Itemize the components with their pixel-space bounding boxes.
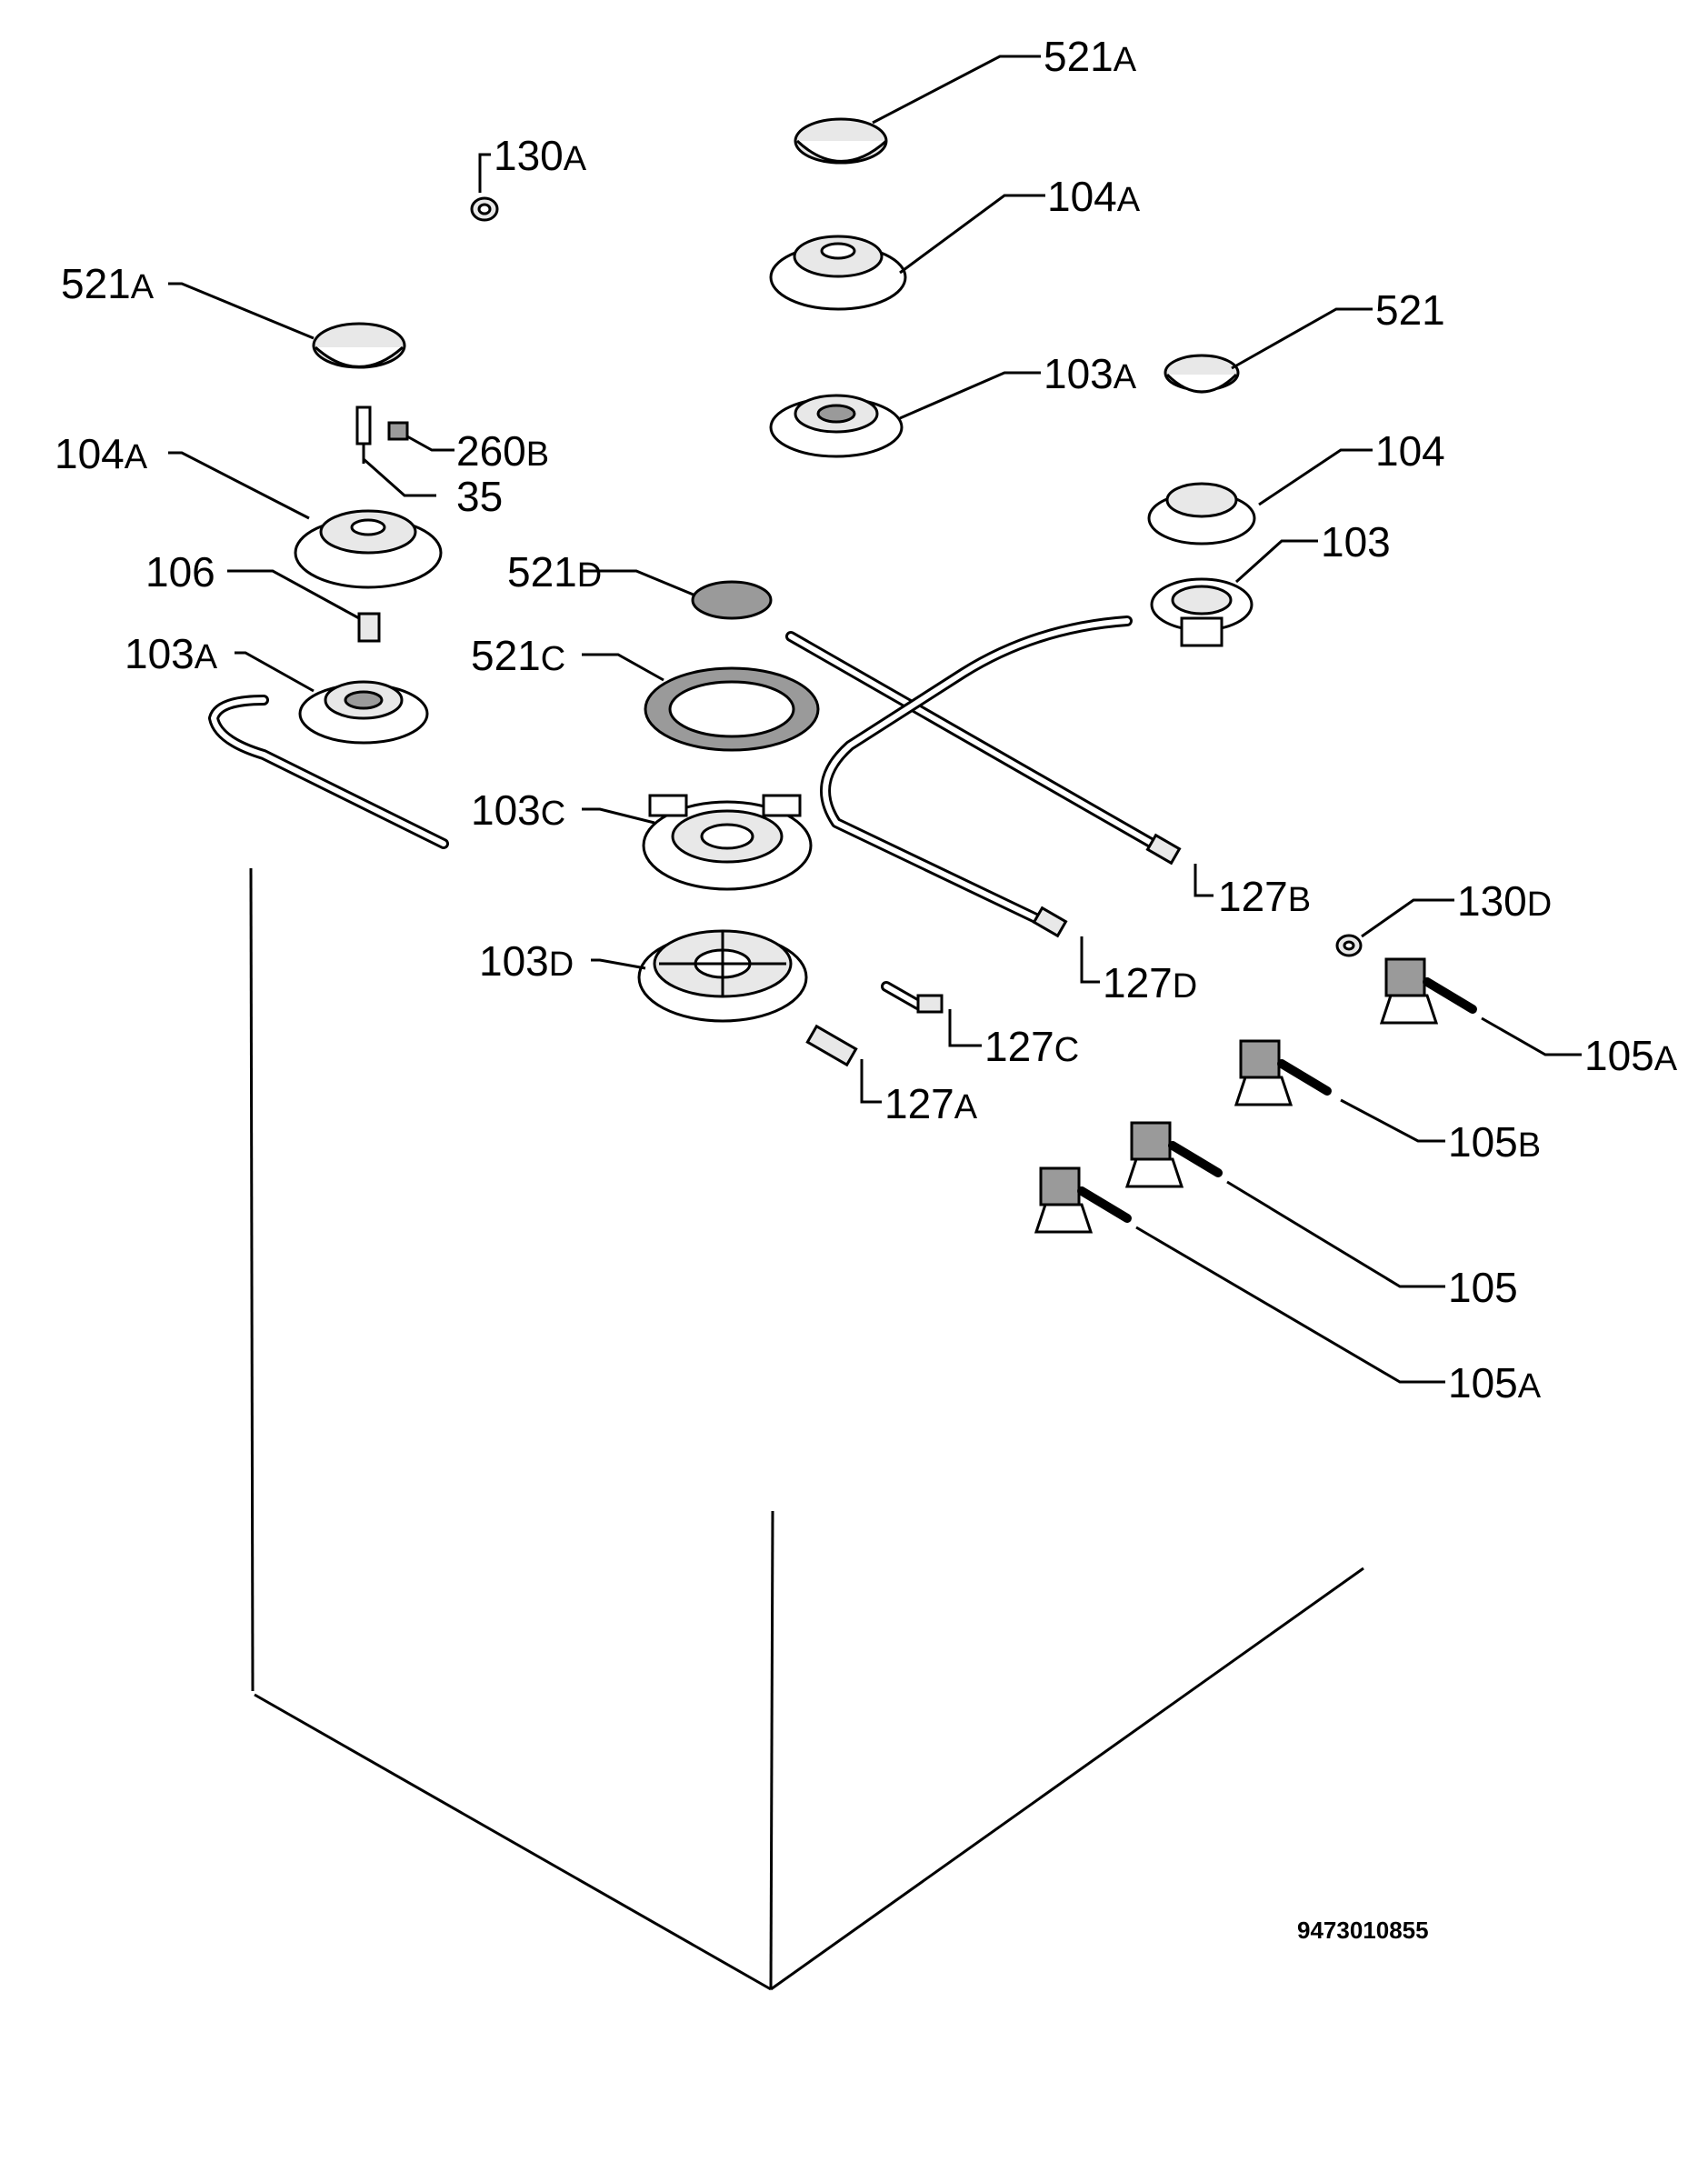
label-106: 106 xyxy=(145,548,215,596)
cabinet-outline xyxy=(249,867,1364,1991)
fitting-127b xyxy=(1145,833,1182,866)
label-35: 35 xyxy=(456,473,503,520)
leader-lines xyxy=(168,55,1582,1384)
fitting-127d xyxy=(1032,906,1068,938)
label-103a-left: 103A xyxy=(125,630,218,677)
label-105b: 105B xyxy=(1448,1118,1541,1166)
label-105: 105 xyxy=(1448,1264,1518,1311)
label-260b: 260B xyxy=(456,427,549,475)
nut-130d xyxy=(1335,934,1363,957)
fitting-127c xyxy=(916,994,944,1014)
label-130a: 130A xyxy=(494,132,587,179)
label-127c: 127C xyxy=(984,1023,1079,1070)
flame-spreader-104a-left xyxy=(294,509,443,589)
fitting-127a xyxy=(805,1024,858,1067)
nut-130a xyxy=(470,196,499,222)
cap-521d xyxy=(691,580,773,620)
label-127b: 127B xyxy=(1218,873,1311,920)
label-127d: 127D xyxy=(1103,959,1197,1006)
label-105a-top: 105A xyxy=(1584,1032,1678,1079)
label-521a-left: 521A xyxy=(61,260,155,307)
label-105a-bottom: 105A xyxy=(1448,1359,1542,1406)
gas-valve-105a-top xyxy=(1379,957,1477,1025)
parts xyxy=(294,117,1477,1234)
flame-spreader-104-right xyxy=(1147,482,1256,546)
label-521-right: 521 xyxy=(1375,286,1445,334)
label-521c: 521C xyxy=(471,632,565,679)
label-521a-top: 521A xyxy=(1044,33,1137,80)
part-labels: 521A 104A 103A 521 104 103 130A 521A 260… xyxy=(55,33,1678,1944)
igniter-35 xyxy=(355,405,372,464)
burner-cap-521a-left xyxy=(312,322,406,369)
drawing-number: 9473010855 xyxy=(1297,1917,1429,1944)
label-130d: 130D xyxy=(1457,877,1552,925)
label-521d: 521D xyxy=(507,548,602,596)
label-104a-left: 104A xyxy=(55,430,148,477)
burner-base-103a-left xyxy=(298,680,429,745)
burner-base-103a-top xyxy=(769,394,904,458)
burner-103c xyxy=(642,794,813,891)
burner-base-103-right xyxy=(1150,577,1254,647)
label-127a: 127A xyxy=(884,1080,978,1127)
ring-521c xyxy=(644,666,820,752)
clip-260b xyxy=(387,421,409,441)
label-103-right: 103 xyxy=(1321,518,1391,566)
label-104a-top: 104A xyxy=(1047,173,1141,220)
label-103d: 103D xyxy=(479,937,574,985)
burner-cap-521-right xyxy=(1164,354,1240,394)
burner-cap-521a-top xyxy=(794,117,888,165)
label-103c: 103C xyxy=(471,786,565,834)
gas-valve-105b xyxy=(1234,1039,1332,1106)
label-104-right: 104 xyxy=(1375,427,1445,475)
flame-spreader-104a-top xyxy=(769,235,907,311)
gas-valve-105a-bottom xyxy=(1034,1166,1132,1234)
injector-106 xyxy=(357,612,381,643)
gas-valve-105 xyxy=(1124,1121,1223,1188)
gas-pipes xyxy=(208,616,1169,1010)
burner-103d xyxy=(637,929,808,1023)
label-103a-top: 103A xyxy=(1044,350,1137,397)
